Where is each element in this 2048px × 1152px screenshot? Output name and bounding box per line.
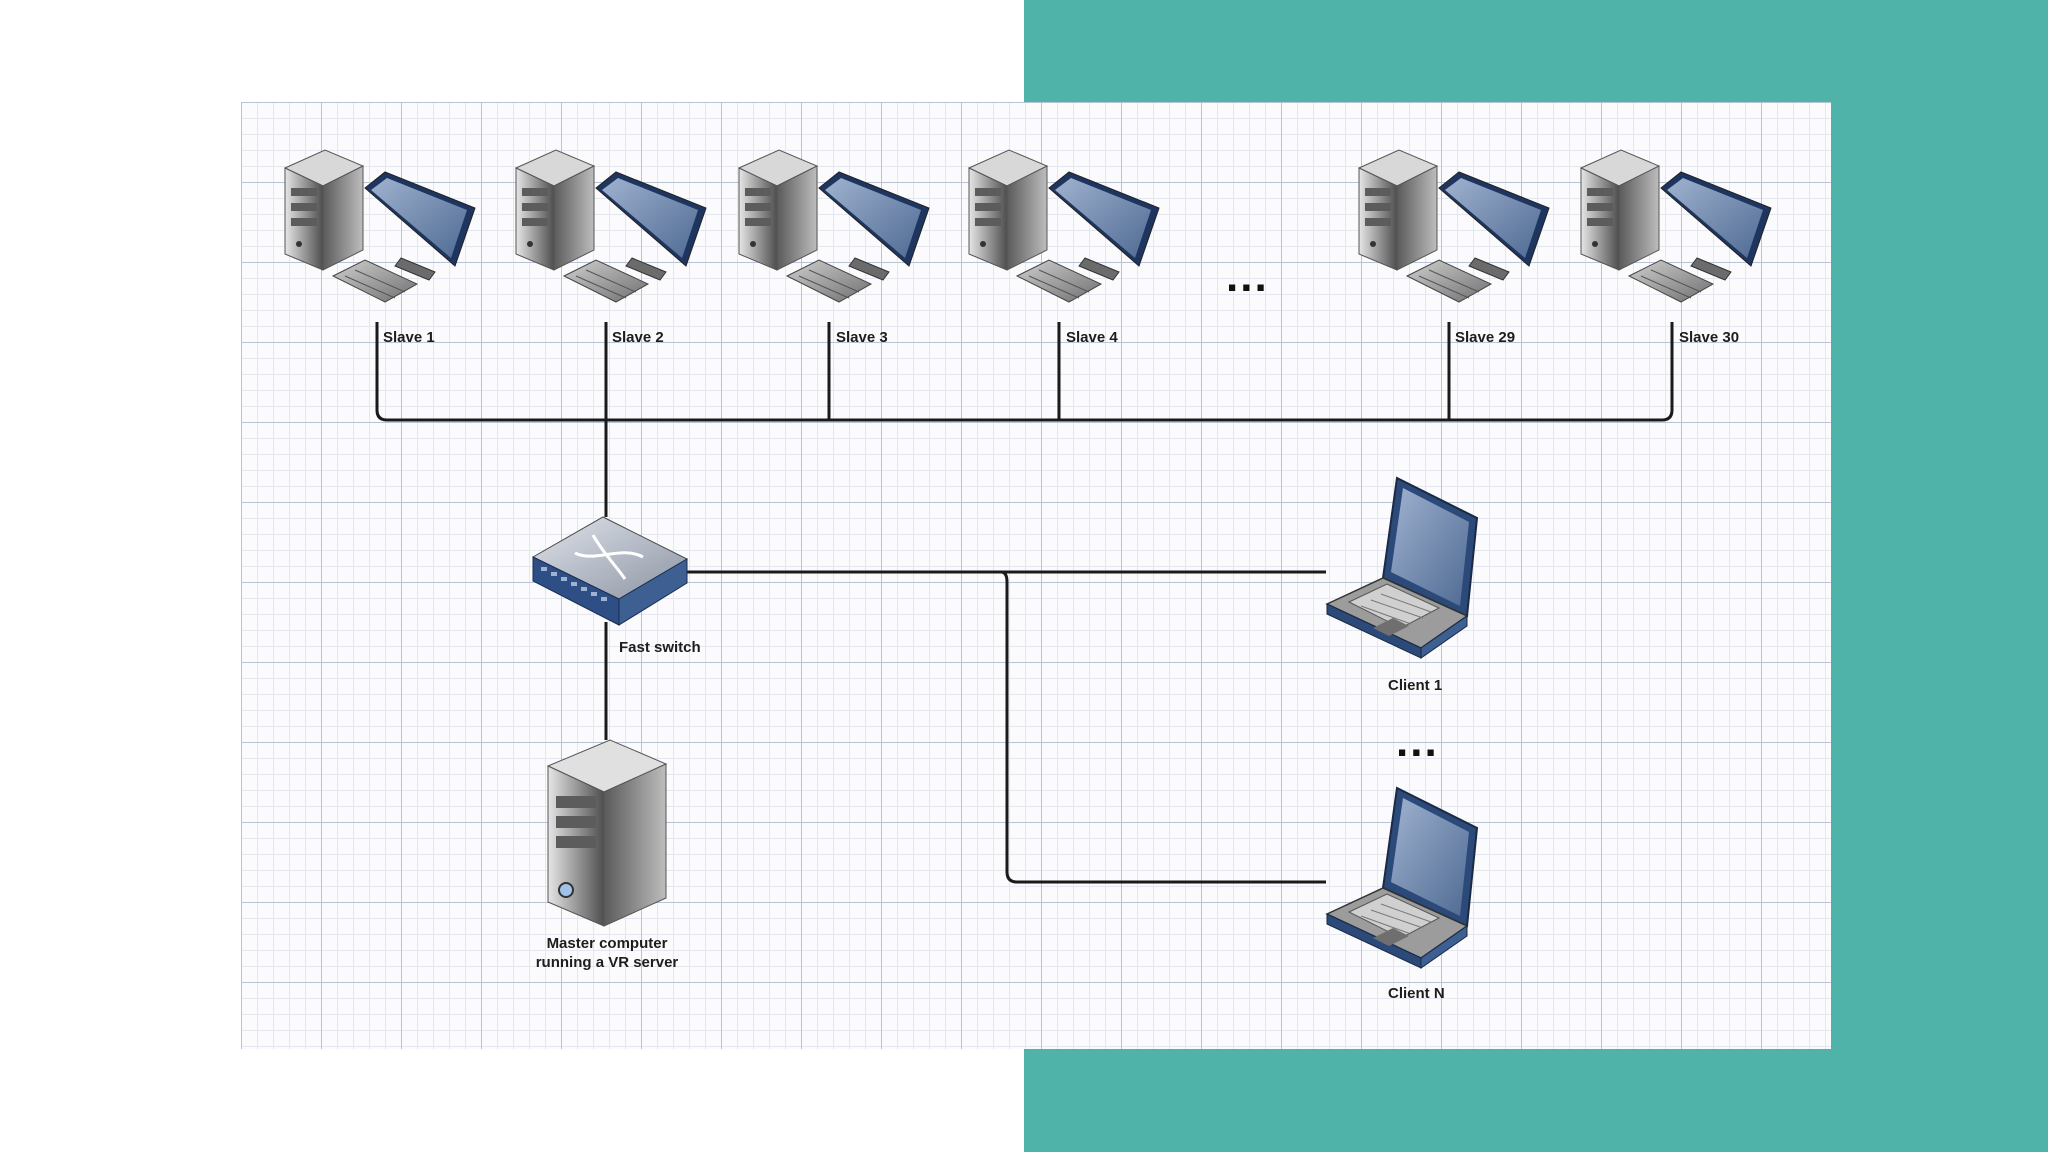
client-1-laptop-icon (1326, 477, 1478, 659)
slave-29-desktop-icon (1358, 149, 1550, 303)
clients-ellipsis: ... (1396, 717, 1439, 766)
diagram-canvas: Slave 1 Slave 2 Slave 3 Slave 4 Slave 29… (241, 102, 1831, 1049)
client-1-label: Client 1 (1388, 677, 1443, 694)
client-n-label: Client N (1388, 985, 1445, 1002)
connector-client-n (1000, 570, 1326, 884)
slave-4-desktop-icon (968, 149, 1160, 303)
slave-3-label: Slave 3 (836, 329, 888, 346)
network-switch-icon (531, 515, 689, 627)
connector-lines (375, 322, 1674, 884)
slave-2-desktop-icon (515, 149, 707, 303)
slave-4-label: Slave 4 (1066, 329, 1118, 346)
slave-30-label: Slave 30 (1679, 329, 1740, 346)
slave-1-desktop-icon (284, 149, 476, 303)
master-label-line1: Master computer (546, 935, 668, 952)
client-n-laptop-icon (1326, 787, 1478, 969)
switch-label: Fast switch (619, 639, 701, 656)
connector-slave1 (375, 322, 1674, 422)
slaves-ellipsis: ... (1226, 252, 1269, 301)
slave-3-desktop-icon (738, 149, 930, 303)
tower-server-icon (547, 739, 667, 927)
master-label: Master computer running a VR server (507, 934, 707, 972)
slave-30-desktop-icon (1580, 149, 1772, 303)
slave-1-label: Slave 1 (383, 329, 435, 346)
slave-29-label: Slave 29 (1455, 329, 1516, 346)
master-label-line2: running a VR server (535, 954, 679, 971)
slave-2-label: Slave 2 (612, 329, 664, 346)
